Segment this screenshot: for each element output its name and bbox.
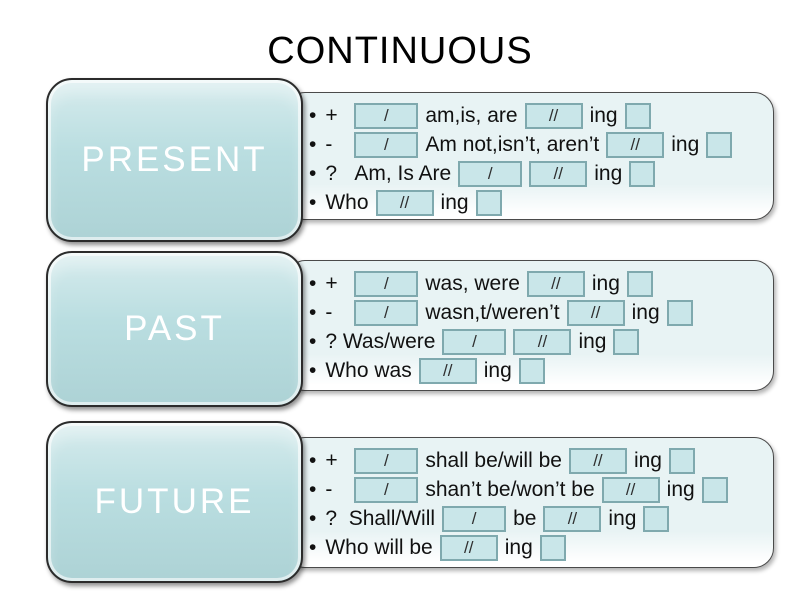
slot-box-double-slash: // [601, 476, 660, 503]
tense-panel: +/am,is, are//ing-/Am not,isn’t, aren’t/… [289, 92, 774, 220]
slot-box-double-slash: // [418, 357, 477, 384]
formula-text: Am, Is Are [354, 161, 452, 185]
formula-line: ? Shall/Will/be//ing [304, 504, 773, 533]
slot-box-double-slash: // [439, 534, 498, 561]
formula-line: Who will be//ing [304, 533, 773, 562]
slot-box-double-slash: // [375, 189, 434, 216]
slot-box-slash: / [458, 160, 523, 187]
formula-text: Who [325, 190, 369, 214]
formula-text: was, were [425, 271, 520, 295]
slot-box-slash: / [442, 328, 507, 355]
formula-line: -/wasn,t/weren’t//ing [304, 298, 773, 327]
tense-row-present: +/am,is, are//ing-/Am not,isn’t, aren’t/… [0, 78, 800, 242]
formula-line: + /was, were//ing [304, 269, 773, 298]
formula-line: + /am,is, are//ing [304, 101, 773, 130]
formula-text: Who will be [325, 535, 433, 559]
slot-box-empty [643, 505, 670, 532]
slot-box-double-slash: // [526, 270, 585, 297]
operator-sign: + [325, 448, 338, 472]
formula-line: Who was//ing [304, 356, 773, 385]
slot-box-slash: / [354, 447, 419, 474]
formula-text: ing [440, 190, 469, 214]
formula-list: +/was, were//ing-/wasn,t/weren’t//ing? W… [304, 269, 773, 385]
tense-block-future: FUTURE [46, 421, 303, 583]
formula-line: ? Was/were///ing [304, 327, 773, 356]
formula-line: -/shan’t be/won’t be//ing [304, 475, 773, 504]
slot-box-double-slash: // [568, 447, 627, 474]
slot-box-empty [629, 160, 656, 187]
formula-line: + /shall be/will be//ing [304, 446, 773, 475]
tense-row-future: +/shall be/will be//ing-/shan’t be/won’t… [0, 421, 800, 583]
operator-sign: ? [325, 161, 338, 185]
slide-title: CONTINUOUS [267, 30, 533, 72]
slot-box-empty [701, 476, 728, 503]
slot-box-double-slash: // [524, 102, 583, 129]
formula-text: be [513, 506, 537, 530]
slot-box-empty [666, 299, 693, 326]
tense-label: PRESENT [81, 140, 268, 179]
formula-text: ing [671, 132, 700, 156]
tense-block-past: PAST [46, 251, 303, 407]
formula-text: ing [483, 358, 512, 382]
formula-line: -/Am not,isn’t, aren’t//ing [304, 130, 773, 159]
slot-box-slash: / [354, 476, 419, 503]
slot-box-empty [539, 534, 566, 561]
formula-text: shall be/will be [425, 448, 562, 472]
formula-text: wasn,t/weren’t [425, 300, 560, 324]
slot-box-empty [624, 102, 651, 129]
slot-box-empty [613, 328, 640, 355]
formula-list: +/shall be/will be//ing-/shan’t be/won’t… [304, 446, 773, 562]
slot-box-empty [475, 189, 502, 216]
formula-text: ? Was/were [325, 329, 436, 353]
slot-box-empty [518, 357, 545, 384]
slot-box-double-slash: // [566, 299, 625, 326]
operator-sign: + [325, 271, 338, 295]
formula-text: shan’t be/won’t be [425, 477, 595, 501]
formula-text: ing [589, 103, 618, 127]
slot-box-empty [626, 270, 653, 297]
operator-sign: - [325, 132, 333, 156]
formula-text: ing [633, 448, 662, 472]
slot-box-double-slash: // [529, 160, 588, 187]
tense-panel: +/shall be/will be//ing-/shan’t be/won’t… [289, 437, 774, 568]
formula-text: ing [608, 506, 637, 530]
slot-box-slash: / [354, 102, 419, 129]
tense-label: PAST [124, 309, 225, 348]
formula-text: ing [504, 535, 533, 559]
formula-text: ? Shall/Will [325, 506, 436, 530]
formula-text: ing [591, 271, 620, 295]
slot-box-empty [706, 131, 733, 158]
tense-panel: +/was, were//ing-/wasn,t/weren’t//ing? W… [289, 260, 774, 391]
formula-list: +/am,is, are//ing-/Am not,isn’t, aren’t/… [304, 101, 773, 217]
formula-text: Am not,isn’t, aren’t [425, 132, 600, 156]
operator-sign: - [325, 477, 333, 501]
slot-box-empty [668, 447, 695, 474]
tense-row-past: +/was, were//ing-/wasn,t/weren’t//ing? W… [0, 251, 800, 407]
formula-line: ?Am, Is Are///ing [304, 159, 773, 188]
formula-text: Who was [325, 358, 412, 382]
tense-block-present: PRESENT [46, 78, 303, 242]
formula-text: ing [594, 161, 623, 185]
formula-text: am,is, are [425, 103, 518, 127]
operator-sign: + [325, 103, 338, 127]
slot-box-double-slash: // [513, 328, 572, 355]
formula-line: Who//ing [304, 188, 773, 217]
formula-text: ing [578, 329, 607, 353]
slot-box-double-slash: // [606, 131, 665, 158]
formula-text: ing [631, 300, 660, 324]
tense-label: FUTURE [94, 482, 255, 521]
operator-sign: - [325, 300, 333, 324]
slot-box-slash: / [354, 131, 419, 158]
slot-box-double-slash: // [543, 505, 602, 532]
formula-text: ing [666, 477, 695, 501]
slot-box-slash: / [354, 299, 419, 326]
slot-box-slash: / [354, 270, 419, 297]
slot-box-slash: / [442, 505, 507, 532]
